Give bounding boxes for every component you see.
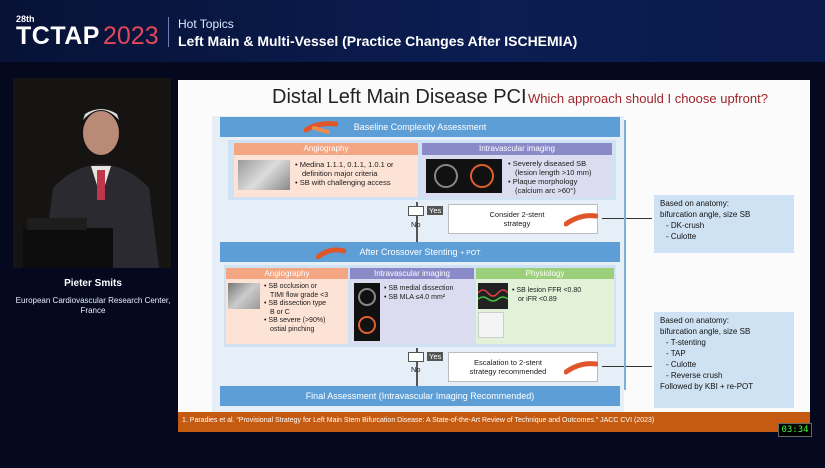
stent-icon — [564, 361, 598, 375]
imaging-heading: Intravascular imaging — [422, 143, 612, 155]
side-connector — [624, 120, 626, 390]
pressure-wave-icon — [477, 289, 509, 302]
baseline-heading: Baseline Complexity Assessment — [353, 122, 487, 132]
baseline-band: Baseline Complexity Assessment — [220, 117, 620, 137]
stent-icon — [304, 121, 338, 134]
physiology-criteria: • SB lesion FFR <0.80 or iFR <0.89 — [512, 287, 582, 303]
flow-arrow — [416, 348, 418, 386]
no-label: No — [411, 365, 421, 374]
no-label: No — [411, 220, 421, 229]
consider-2-stent-text: Consider 2-stent strategy — [489, 210, 545, 228]
slide-subtitle: Which approach should I choose upfront? — [528, 91, 768, 106]
stent-icon — [316, 247, 346, 259]
pressure-tracing-image — [477, 283, 509, 309]
speaker-video — [13, 78, 171, 268]
crossover-imaging-criteria: • SB medial dissection • SB MLA ≤4.0 mm² — [384, 285, 454, 301]
presentation-timer: 03:34 — [778, 423, 812, 437]
conference-year: 2023 — [103, 22, 159, 50]
speaker-affiliation: European Cardiovascular Research Center, — [15, 296, 171, 305]
conference-logo-text: TCTAP — [16, 22, 100, 50]
citation-text: 1. Paradies et al. “Provisional Strategy… — [182, 417, 655, 424]
speaker-name: Pieter Smits — [64, 278, 122, 289]
slide-title: Distal Left Main Disease PCI — [272, 86, 527, 108]
conference-header: 28th TCTAP 2023 Hot Topics Left Main & M… — [0, 0, 825, 62]
final-heading: Final Assessment (Intravascular Imaging … — [305, 391, 535, 401]
yes-label: Yes — [427, 352, 444, 361]
imaging-criteria: • Severely diseased SB (lesion length >1… — [508, 159, 592, 195]
connector-line — [602, 218, 652, 219]
decision-diamond — [408, 206, 424, 216]
presentation-slide: Distal Left Main Disease PCI Which appro… — [178, 80, 810, 432]
ivus-rings-icon — [358, 288, 376, 334]
angiogram-image — [228, 283, 260, 309]
connector-line — [602, 366, 652, 367]
angiography-criteria: • Medina 1.1.1, 0.1.1, 1.0.1 or definiti… — [295, 160, 394, 187]
option-box-escalation: Based on anatomy: bifurcation angle, siz… — [654, 312, 794, 408]
conference-ordinal: 28th — [16, 14, 35, 24]
flow-arrow — [416, 202, 418, 242]
session-title: Left Main & Multi-Vessel (Practice Chang… — [178, 33, 578, 49]
ivus-rings-icon — [434, 164, 494, 188]
ivus-image — [354, 283, 380, 341]
option-box-2-stent: Based on anatomy: bifurcation angle, siz… — [654, 195, 794, 253]
crossover-heading: After Crossover Stenting — [359, 247, 458, 257]
crossover-angiography-heading: Angiography — [226, 268, 348, 279]
angiography-heading: Angiography — [234, 143, 418, 155]
crossover-imaging-heading: Intravascular imaging — [350, 268, 474, 279]
session-category: Hot Topics — [178, 17, 234, 31]
ffr-diagram-image — [478, 312, 504, 338]
crossover-angiography-criteria: • SB occlusion or TIMI flow grade <3 • S… — [264, 283, 329, 333]
final-band: Final Assessment (Intravascular Imaging … — [220, 386, 620, 406]
speaker-affiliation-country: France — [80, 306, 106, 315]
escalation-text: Escalation to 2-stent strategy recommend… — [469, 358, 547, 376]
physiology-heading: Physiology — [476, 268, 614, 279]
yes-label: Yes — [427, 206, 444, 215]
ivus-image — [426, 159, 502, 193]
angiogram-image — [238, 160, 290, 190]
stent-icon — [564, 213, 598, 227]
decision-diamond — [408, 352, 424, 362]
speaker-silhouette-icon — [13, 78, 171, 268]
crossover-band: After Crossover Stenting + POT — [220, 242, 620, 262]
citation-bar: 1. Paradies et al. “Provisional Strategy… — [178, 412, 810, 432]
crossover-heading-suffix: + POT — [460, 250, 481, 257]
header-divider — [168, 17, 169, 47]
